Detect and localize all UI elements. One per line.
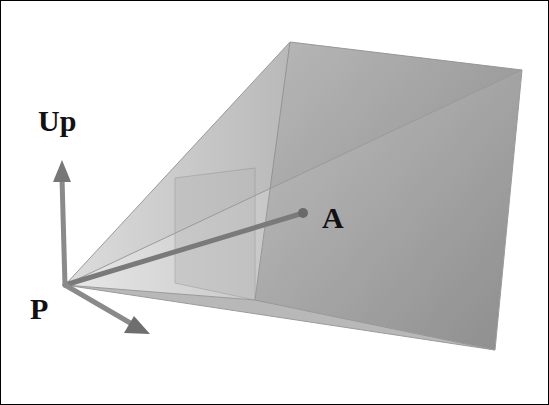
vector-label: Up [38, 106, 76, 136]
left-face [65, 42, 290, 300]
up-vector [62, 178, 65, 285]
far-plane [255, 42, 522, 350]
point-label: P [30, 294, 48, 324]
point-label: A [322, 203, 344, 233]
look-at-point [298, 208, 308, 218]
view-vector [65, 214, 300, 285]
right-arrowhead [124, 316, 150, 334]
right-vector [65, 285, 132, 324]
up-arrowhead [53, 160, 71, 182]
frustum-edges [65, 42, 522, 350]
near-plane [175, 168, 255, 300]
